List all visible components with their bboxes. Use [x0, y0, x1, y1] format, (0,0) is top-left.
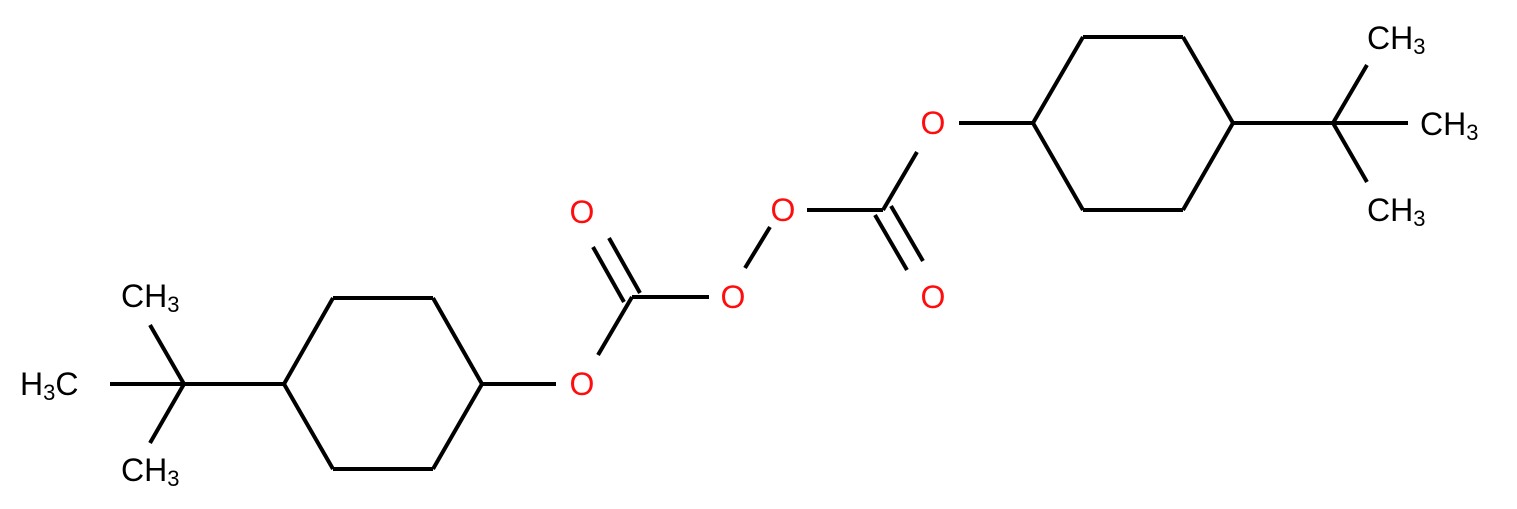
bond	[282, 383, 335, 470]
bond	[1331, 122, 1369, 183]
methyl-label-right-bottom: CH3	[1367, 192, 1425, 231]
bond	[282, 297, 335, 385]
methyl-label-left-side: H3C	[20, 366, 78, 405]
bond	[1181, 122, 1235, 211]
left-carbonate-group	[482, 237, 709, 386]
oxygen-atom-peroxy-left: O	[721, 279, 746, 315]
oxygen-atom-peroxy-right: O	[771, 192, 796, 228]
bond	[889, 204, 925, 263]
left-cyclohexane-ring	[282, 296, 484, 471]
bond	[1181, 35, 1235, 125]
methyl-label-left-top: CH3	[121, 278, 179, 317]
right-tert-butyl-group	[1233, 63, 1408, 183]
peroxy-bond	[743, 225, 772, 270]
left-tert-butyl-group	[110, 324, 284, 444]
bond	[881, 150, 919, 212]
bond	[596, 295, 634, 357]
methyl-label-right-top: CH3	[1367, 20, 1425, 59]
right-carbonate-group	[807, 121, 1033, 272]
oxygen-atom-carbonyl-left: O	[570, 194, 595, 230]
oxygen-atom-ester-left: O	[570, 366, 595, 402]
bond	[431, 383, 484, 470]
bond	[607, 237, 642, 294]
right-cyclohexane-ring	[1031, 35, 1235, 212]
bond	[873, 213, 909, 272]
bond	[1331, 63, 1369, 125]
bond	[148, 324, 186, 385]
methyl-label-left-bottom: CH3	[121, 452, 179, 491]
bond	[148, 383, 186, 444]
bond	[591, 246, 626, 303]
oxygen-atom-carbonyl-right: O	[921, 279, 946, 315]
bond	[431, 297, 484, 385]
bond	[1031, 122, 1085, 211]
bond	[1031, 35, 1085, 125]
oxygen-atom-ester-right: O	[921, 105, 946, 141]
methyl-label-right-side: CH3	[1420, 106, 1478, 145]
